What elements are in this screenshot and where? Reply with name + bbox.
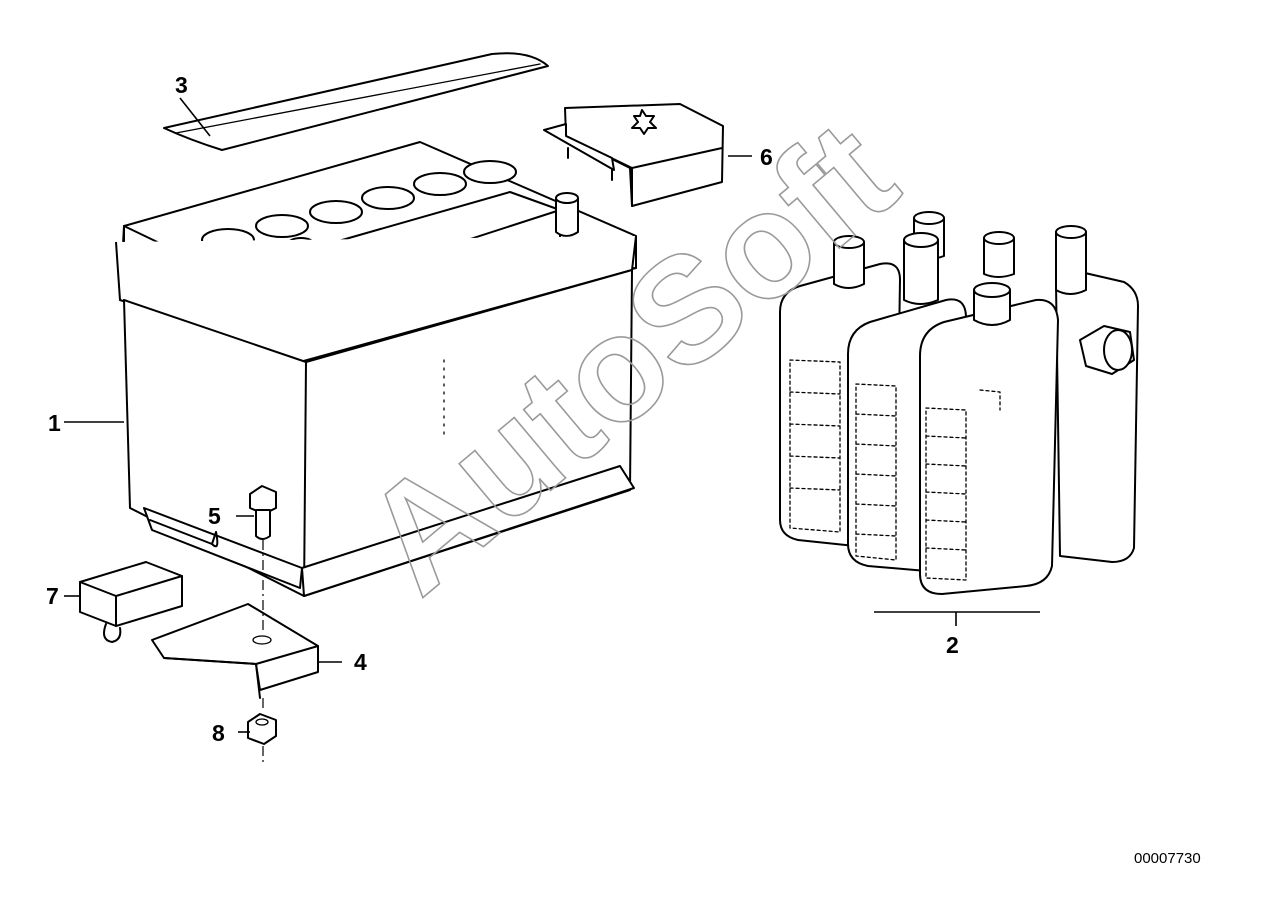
callout-distilled-water-bottles: 2 — [946, 632, 959, 658]
callout-battery-top-cover: 3 — [175, 72, 188, 98]
callout-bracket-nut: 8 — [212, 720, 225, 746]
callout-hold-down-bracket: 4 — [354, 649, 367, 675]
callout-terminal-cover-block: 7 — [46, 583, 59, 609]
battery-top-cover — [163, 52, 549, 151]
diagram-reference-number: 00007730 — [1134, 850, 1201, 867]
distilled-water-bottles — [779, 211, 1139, 595]
callout-terminal-cover-plus: 6 — [760, 144, 773, 170]
callout-labels: 1 2 3 4 5 6 7 8 — [46, 72, 959, 746]
hold-down-bracket — [151, 603, 319, 699]
terminal-cover-block — [79, 561, 183, 643]
battery — [115, 141, 637, 597]
callout-battery: 1 — [48, 410, 61, 436]
leader-lines — [64, 97, 1040, 733]
terminal-cover-plus — [543, 103, 724, 207]
bracket-bolt — [249, 485, 277, 634]
callout-bracket-bolt: 5 — [208, 503, 221, 529]
bracket-nut — [247, 698, 277, 766]
